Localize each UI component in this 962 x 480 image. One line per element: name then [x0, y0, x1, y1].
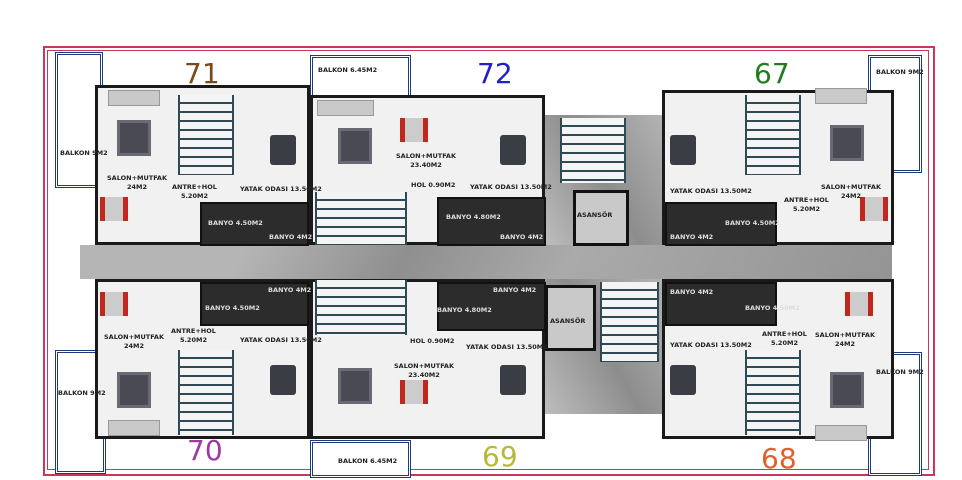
- room-label: HOL 0.90M2: [410, 337, 455, 345]
- room-label: BALKON 9M2: [876, 368, 924, 376]
- room-label: BANYO 4M2: [670, 288, 714, 296]
- room-label: BALKON 6.45M2: [318, 66, 378, 74]
- room-label: BANYO 4.50M2: [745, 304, 800, 312]
- room-label: BANYO 4.50M2: [205, 304, 260, 312]
- unit-number-68: 68: [761, 442, 797, 475]
- rug-icon: [117, 120, 151, 156]
- room-label: BANYO 4M2: [269, 233, 313, 241]
- room-label: BANYO 4.50M2: [208, 219, 263, 227]
- bathrooms-69: [437, 282, 546, 331]
- room-label: YATAK ODASI 13.50M2: [670, 187, 752, 195]
- sofa-icon: [108, 420, 160, 436]
- stairs-72: [315, 192, 407, 245]
- sofa-icon: [317, 100, 374, 116]
- bathrooms-72: [437, 197, 546, 246]
- room-label: ASANSÖR: [550, 317, 586, 325]
- outer-frame: [43, 46, 935, 476]
- rug-icon: [338, 368, 372, 404]
- dining-table-icon: [100, 292, 128, 316]
- bathrooms-67: [665, 202, 777, 246]
- bathrooms-70: [200, 282, 309, 326]
- inner-frame: [47, 50, 929, 470]
- rug-icon: [830, 372, 864, 408]
- room-label: BANYO 4M2: [493, 286, 537, 294]
- unit-number-71: 71: [184, 57, 220, 90]
- bed-icon: [270, 365, 296, 395]
- stairs-71: [178, 95, 234, 175]
- bed-icon: [270, 135, 296, 165]
- room-label: YATAK ODASI 13.50M2: [240, 336, 322, 344]
- bathrooms-68: [665, 282, 777, 326]
- stairs-68: [745, 350, 801, 435]
- unit-number-72: 72: [477, 57, 513, 90]
- room-label: BANYO 4.80M2: [437, 306, 492, 314]
- stairs-core-bottom: [600, 282, 659, 362]
- unit-number-70: 70: [187, 434, 223, 467]
- room-label: BANYO 4M2: [500, 233, 544, 241]
- unit-number-67: 67: [754, 57, 790, 90]
- room-label: YATAK ODASI 13.50M2: [470, 183, 552, 191]
- bed-icon: [670, 135, 696, 165]
- stairs-70: [178, 350, 234, 435]
- room-label: BALKON 6.45M2: [338, 457, 398, 465]
- room-label: BALKON 9M2: [60, 149, 108, 157]
- room-label: YATAK ODASI 13.50M2: [240, 185, 322, 193]
- room-label: BANYO 4M2: [268, 286, 312, 294]
- bed-icon: [500, 365, 526, 395]
- sofa-icon: [815, 88, 867, 104]
- dining-table-icon: [400, 118, 428, 142]
- elevator-bottom: [545, 285, 596, 351]
- bed-icon: [670, 365, 696, 395]
- room-label: BANYO 4M2: [670, 233, 714, 241]
- room-label: BALKON 9M2: [58, 389, 106, 397]
- dining-table-icon: [845, 292, 873, 316]
- room-label: YATAK ODASI 13.50M2: [670, 341, 752, 349]
- room-label: BANYO 4.80M2: [446, 213, 501, 221]
- stairs-67: [745, 95, 801, 175]
- unit-number-69: 69: [482, 440, 518, 473]
- stairs-69: [315, 280, 407, 335]
- rug-icon: [338, 128, 372, 164]
- room-label: ASANSÖR: [577, 211, 613, 219]
- dining-table-icon: [100, 197, 128, 221]
- sofa-icon: [108, 90, 160, 106]
- room-label: YATAK ODASI 13.50M2: [466, 343, 548, 351]
- rug-icon: [830, 125, 864, 161]
- balcony-69: [310, 440, 411, 478]
- elevator-top: [573, 190, 629, 246]
- rug-icon: [117, 372, 151, 408]
- room-label: BANYO 4.50M2: [725, 219, 780, 227]
- dining-table-icon: [400, 380, 428, 404]
- bed-icon: [500, 135, 526, 165]
- room-label: HOL 0.90M2: [411, 181, 456, 189]
- sofa-icon: [815, 425, 867, 441]
- room-label: BALKON 9M2: [876, 68, 924, 76]
- dining-table-icon: [860, 197, 888, 221]
- bathrooms-71: [200, 202, 309, 246]
- corridor: [80, 245, 892, 279]
- stairs-core-top: [560, 118, 626, 183]
